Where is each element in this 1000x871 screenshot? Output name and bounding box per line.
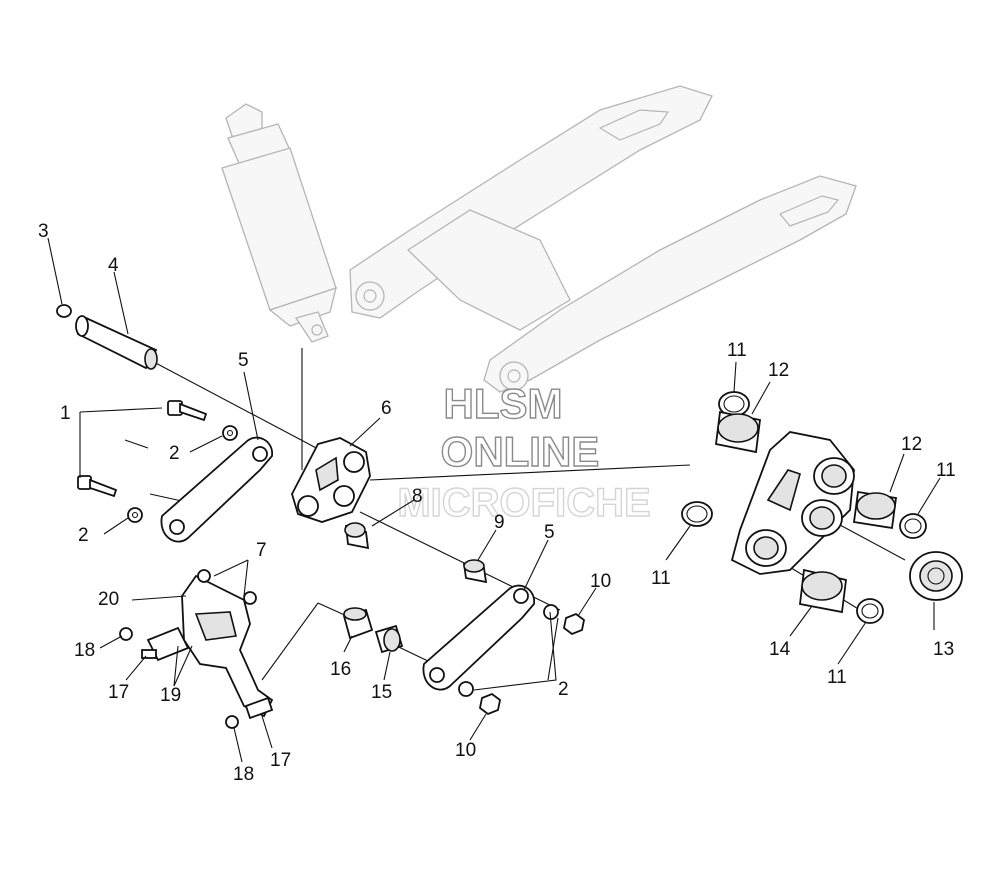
shaft-part: [75, 315, 158, 370]
callout-19: 19: [160, 685, 181, 706]
seal-part-11b: [681, 501, 713, 527]
watermark: HLSM ONLINE MICROFICHE: [397, 379, 652, 525]
callout-4: 4: [108, 255, 119, 276]
bushing-part-12b: [852, 490, 898, 530]
tie-rod-right-part: [422, 584, 535, 691]
washer-part-right-lower: [458, 681, 474, 697]
callout-15: 15: [371, 682, 392, 703]
bushing-part-14: [799, 568, 847, 614]
callout-16: 16: [330, 659, 351, 680]
callout-11-left: 11: [651, 568, 671, 589]
watermark-line-1: HLSM: [444, 380, 563, 427]
bearing-part-13: [909, 551, 963, 601]
spacer-part-16: [342, 607, 374, 640]
rocker-detail-part: [730, 431, 855, 575]
bearing-part-15: [374, 624, 404, 654]
swingarm-ghost: [349, 85, 857, 393]
callout-1: 1: [60, 403, 71, 424]
pin-part-upper: [141, 649, 157, 659]
callout-2-right: 2: [558, 679, 569, 700]
bushing-part-12a: [715, 410, 761, 454]
callout-17-bottom: 17: [270, 750, 291, 771]
tie-rod-left-part: [160, 436, 273, 543]
callout-3: 3: [38, 221, 49, 242]
callout-12-right: 12: [901, 434, 922, 455]
washer-part-upper: [222, 425, 238, 441]
washer-part-lower: [127, 507, 143, 523]
washer-part-right-upper: [543, 604, 559, 620]
callout-10-upper: 10: [590, 571, 611, 592]
callout-11-right: 11: [936, 460, 956, 481]
callout-20: 20: [98, 589, 119, 610]
sensor-bracket-part: [181, 569, 274, 718]
leader-lines: [47, 237, 941, 763]
callout-5-left: 5: [238, 350, 249, 371]
seal-part-11c: [899, 513, 927, 539]
watermark-line-3: MICROFICHE: [397, 481, 650, 525]
nut-part-lower: [479, 692, 501, 716]
pin-part-lower: [244, 696, 274, 720]
callout-17-left: 17: [108, 682, 129, 703]
circlip-part: [56, 304, 72, 318]
bolt-part-lower: [77, 475, 118, 498]
callout-11-upper-left: 11: [727, 340, 747, 361]
seal-part-11d: [856, 598, 884, 624]
callout-13: 13: [933, 639, 954, 660]
callout-labels: 1 2 2 2 3 4 5 5 6 7 8 9 10 10 11 11 11 1…: [38, 221, 956, 785]
callout-10-lower: 10: [455, 740, 476, 761]
callout-2-lower-left: 2: [78, 525, 89, 546]
cap-part-upper: [119, 627, 133, 641]
bolt-part-upper: [167, 400, 208, 422]
callout-14: 14: [769, 639, 791, 660]
shock-absorber-ghost: [221, 103, 337, 343]
callout-9: 9: [494, 512, 505, 533]
bushing-part-9: [462, 559, 488, 584]
watermark-line-2: ONLINE: [441, 428, 600, 475]
nut-part-upper: [563, 612, 585, 636]
callout-18-upper: 18: [74, 640, 95, 661]
callout-18-lower: 18: [233, 764, 254, 785]
callout-2-upper-left: 2: [169, 443, 180, 464]
callout-12-upper: 12: [768, 360, 789, 381]
callout-7: 7: [256, 540, 267, 561]
bushing-part-8: [344, 522, 370, 550]
rocker-link-part: [291, 437, 371, 523]
cap-part-lower: [225, 715, 239, 729]
callout-5-right: 5: [544, 522, 555, 543]
callout-11-bottom: 11: [827, 667, 847, 688]
callout-8: 8: [412, 486, 423, 507]
callout-6: 6: [381, 398, 392, 419]
